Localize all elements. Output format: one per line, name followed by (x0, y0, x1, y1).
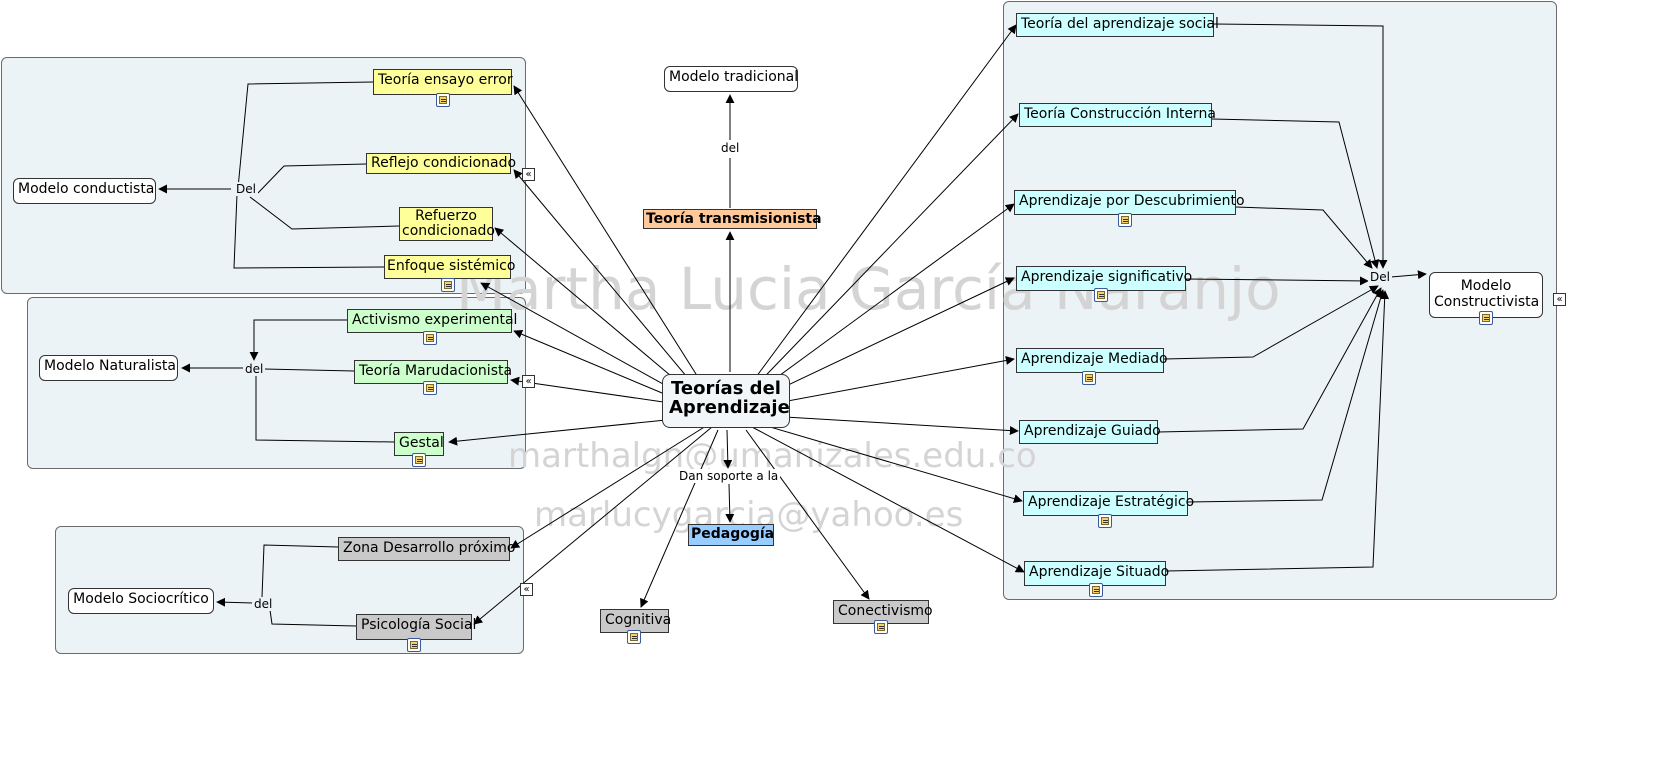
resource-doc-icon[interactable] (407, 638, 421, 652)
aprendizaje-guiado-node[interactable]: Aprendizaje Guiado (1019, 420, 1161, 444)
resource-doc-icon[interactable] (423, 331, 437, 345)
aprendizaje-mediado-node[interactable]: Aprendizaje Mediado (1016, 348, 1168, 373)
aprendizaje-descubrimiento-node[interactable]: Aprendizaje por Descubrimiento (1014, 190, 1245, 215)
collapse-icon[interactable]: « (522, 375, 535, 388)
collapse-icon[interactable]: « (522, 168, 535, 181)
modelo-sociocritico-node[interactable]: Modelo Sociocrítico (68, 588, 214, 614)
enfoque-sistemico-node[interactable]: Enfoque sistémico (384, 255, 515, 279)
teoria-transmisionista-node[interactable]: Teoría transmisionista (643, 209, 822, 229)
link-label-del-conductista: Del (234, 182, 258, 196)
resource-doc-icon[interactable] (1479, 311, 1493, 325)
modelo-conductista-node[interactable]: Modelo conductista (13, 178, 156, 204)
resource-doc-icon[interactable] (874, 620, 888, 634)
link-label-del-sociocritico: del (252, 597, 275, 611)
aprendizaje-estrategico-node[interactable]: Aprendizaje Estratégico (1023, 491, 1194, 516)
activismo-experimental-node[interactable]: Activismo experimental (347, 309, 517, 333)
central-node[interactable]: Teorías del Aprendizaje (662, 374, 790, 428)
resource-doc-icon[interactable] (1089, 583, 1103, 597)
teoria-marudacionista-node[interactable]: Teoría Marudacionista (354, 360, 512, 384)
resource-doc-icon[interactable] (627, 630, 641, 644)
modelo-constructivista-node[interactable]: Modelo Constructivista (1429, 272, 1543, 318)
zona-desarrollo-proximo-node[interactable]: Zona Desarrollo próximo (338, 537, 516, 561)
link-label-del-top: del (719, 141, 742, 155)
resource-doc-icon[interactable] (441, 278, 455, 292)
link-label-del-constructivista: Del (1368, 270, 1392, 284)
reflejo-condicionado-node[interactable]: Reflejo condicionado (366, 153, 516, 174)
link-label-del-naturalista: del (243, 362, 266, 376)
teoria-aprendizaje-social-node[interactable]: Teoría del aprendizaje social (1016, 13, 1219, 37)
resource-doc-icon[interactable] (412, 453, 426, 467)
resource-doc-icon[interactable] (1094, 288, 1108, 302)
psicologia-social-node[interactable]: Psicología Social (356, 614, 476, 640)
resource-doc-icon[interactable] (1118, 213, 1132, 227)
resource-doc-icon[interactable] (436, 93, 450, 107)
resource-doc-icon[interactable] (1082, 371, 1096, 385)
modelo-naturalista-node[interactable]: Modelo Naturalista (39, 355, 178, 381)
collapse-icon[interactable]: « (1553, 293, 1566, 306)
pedagogia-node[interactable]: Pedagogía (688, 524, 774, 546)
teoria-construccion-interna-node[interactable]: Teoría Construcción Interna (1019, 103, 1216, 127)
gestal-node[interactable]: Gestal (394, 432, 444, 456)
resource-doc-icon[interactable] (423, 381, 437, 395)
teoria-ensayo-error-node[interactable]: Teoría ensayo error (373, 69, 513, 95)
modelo-tradicional-node[interactable]: Modelo tradicional (664, 66, 798, 92)
link-label-dan-soporte: Dan soporte a la (677, 469, 781, 483)
collapse-icon[interactable]: « (520, 583, 533, 596)
resource-doc-icon[interactable] (1098, 514, 1112, 528)
refuerzo-condicionado-node[interactable]: Refuerzo condicionado (399, 207, 495, 241)
